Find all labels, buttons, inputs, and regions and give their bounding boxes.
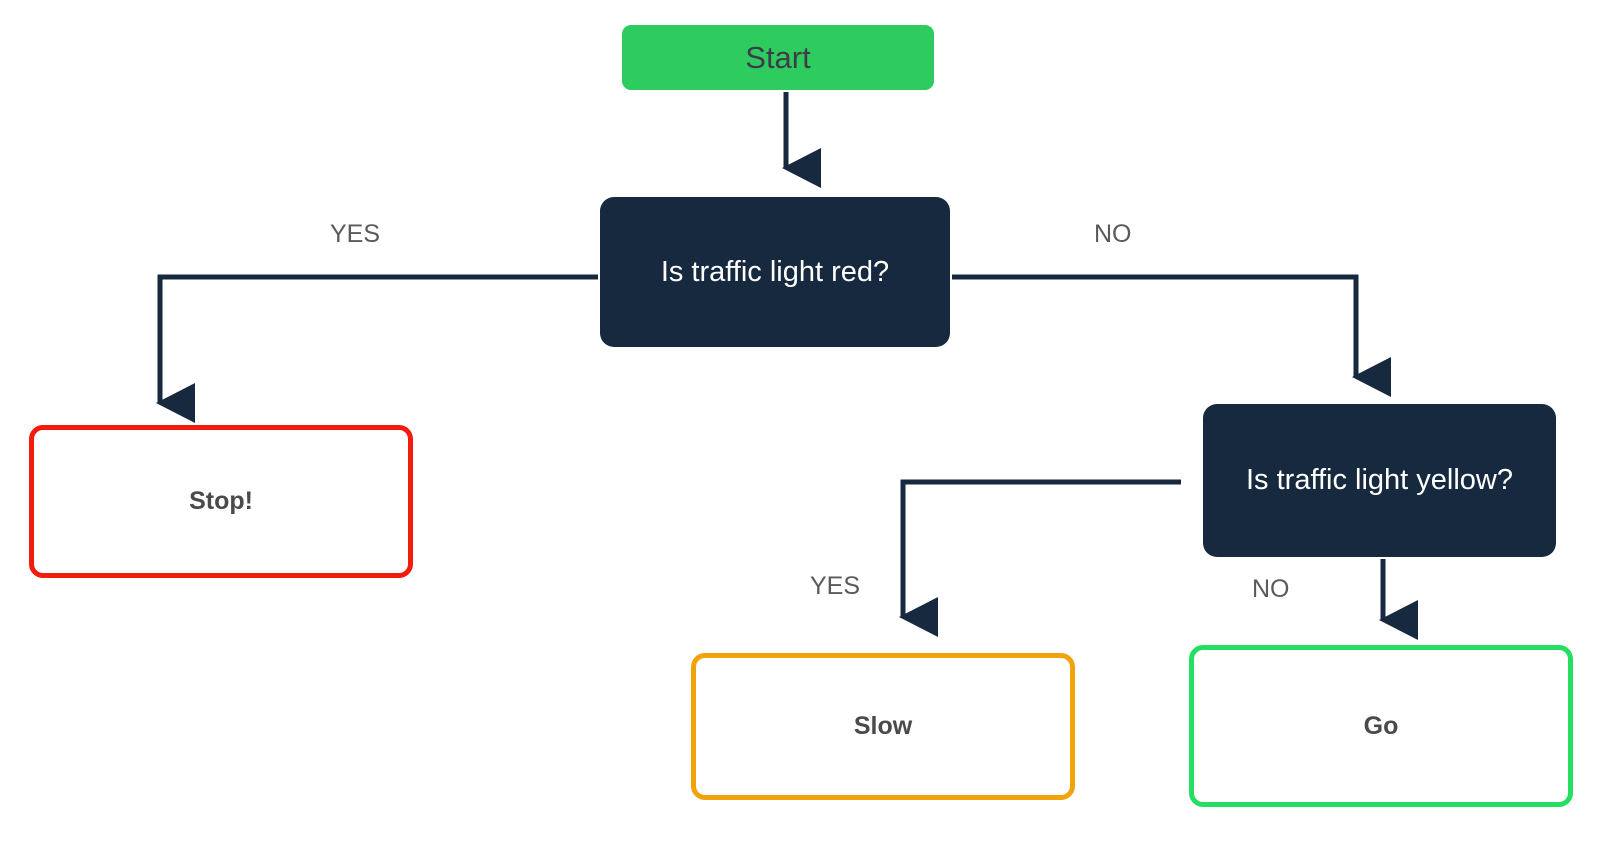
- edge-red-yes: [155, 274, 598, 424]
- node-stop[interactable]: Stop!: [29, 425, 413, 578]
- node-go[interactable]: Go: [1189, 645, 1573, 807]
- edge-label-yellow-no: NO: [1252, 575, 1290, 603]
- edge-label-red-no: NO: [1094, 220, 1132, 248]
- node-decision-yellow-label: Is traffic light yellow?: [1245, 464, 1514, 496]
- node-decision-is-traffic-light-yellow[interactable]: Is traffic light yellow?: [1203, 404, 1556, 557]
- node-stop-label: Stop!: [189, 487, 253, 515]
- node-start-label: Start: [745, 39, 811, 75]
- edge-label-red-yes: YES: [330, 220, 381, 248]
- edge-label-yellow-yes: YES: [810, 572, 861, 600]
- node-decision-is-traffic-light-red[interactable]: Is traffic light red?: [600, 197, 950, 347]
- node-slow-label: Slow: [853, 712, 913, 740]
- edge-yellow-yes: [898, 479, 1181, 638]
- node-go-label: Go: [1363, 711, 1399, 740]
- node-decision-red-label: Is traffic light red?: [660, 255, 890, 288]
- edge-red-no: [952, 274, 1391, 398]
- node-start[interactable]: Start: [622, 25, 934, 90]
- node-slow[interactable]: Slow: [691, 653, 1075, 800]
